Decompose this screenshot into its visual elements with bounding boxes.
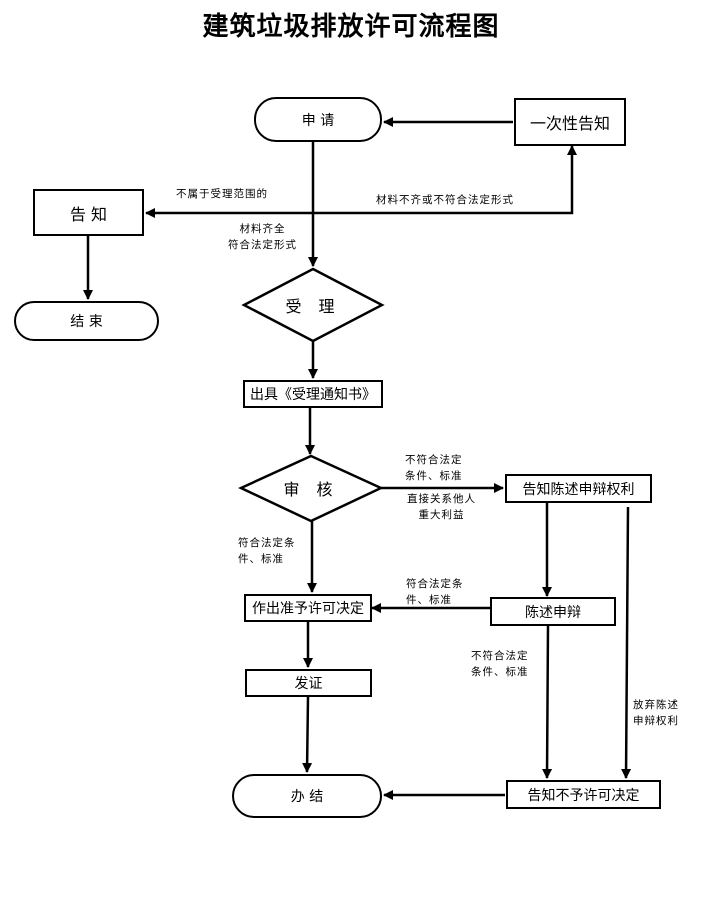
- accept-diamond: [241, 267, 385, 343]
- page-title: 建筑垃圾排放许可流程图: [202, 12, 500, 42]
- label-waive: 放弃陈述 申辩权利: [633, 699, 679, 727]
- arrow-inform-to-refuse: [621, 506, 632, 779]
- review-diamond: [238, 454, 384, 523]
- make-decision-node: 作出准予许可决定: [244, 594, 372, 622]
- review-node: 审 核: [283, 480, 339, 499]
- apply-node: 申 请: [254, 97, 382, 142]
- finish-node: 办 结: [232, 774, 382, 818]
- notice-node: 告 知: [33, 189, 144, 236]
- label-not-meet-lower: 不符合法定 条件、标准: [471, 650, 529, 678]
- label-incomplete: 材料不齐或不符合法定形式: [376, 194, 514, 206]
- accept-notice-node: 出具《受理通知书》: [243, 380, 383, 408]
- refuse-decision-node: 告知不予许可决定: [506, 780, 661, 809]
- label-complete: 材料齐全 符合法定形式: [228, 223, 297, 251]
- arrow-statement-to-refuse: [542, 625, 553, 779]
- label-third-party: 直接关系他人 重大利益: [407, 493, 476, 521]
- label-not-in-scope: 不属于受理范围的: [176, 188, 268, 200]
- label-not-meet-upper: 不符合法定 条件、标准: [405, 454, 463, 482]
- label-meet-mid: 符合法定条 件、标准: [406, 578, 464, 606]
- one-time-notice-node: 一次性告知: [514, 98, 626, 146]
- statement-node: 陈述申辩: [490, 597, 616, 626]
- arrow-cert-to-finish: [302, 696, 313, 773]
- inform-rights-node: 告知陈述申辩权利: [505, 474, 652, 503]
- label-meet-left: 符合法定条 件、标准: [238, 537, 296, 565]
- arrow-to-one-time-notice: [313, 145, 577, 215]
- end-node: 结 束: [14, 301, 159, 341]
- issue-cert-node: 发证: [245, 669, 372, 697]
- accept-node: 受 理: [285, 297, 341, 316]
